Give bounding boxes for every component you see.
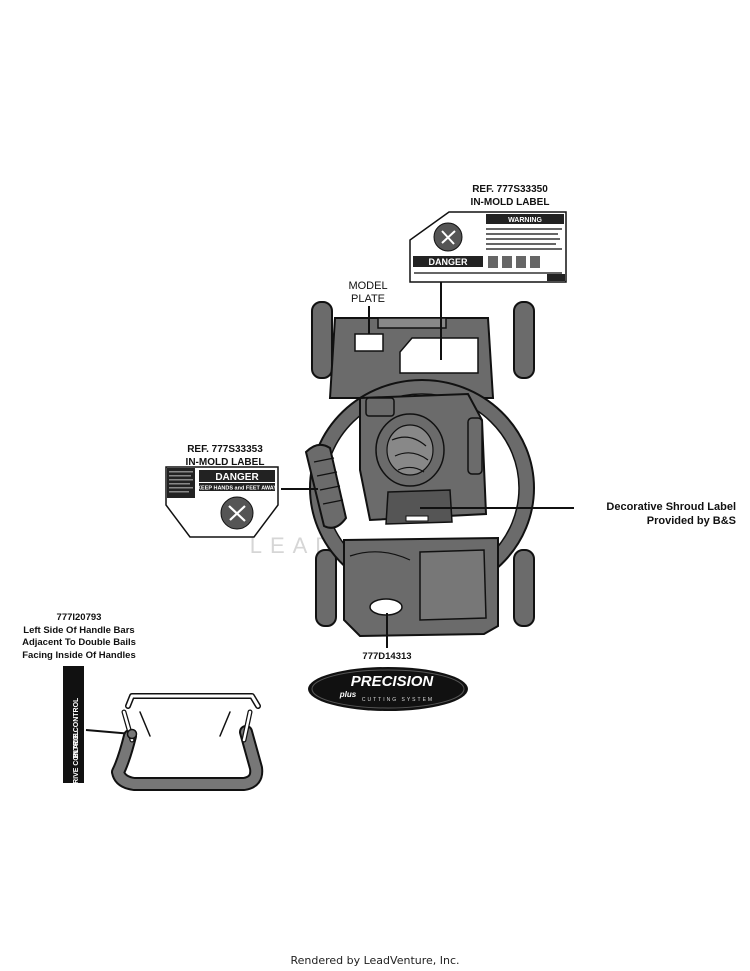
model-plate (354, 333, 384, 352)
top-label-type: IN-MOLD LABEL (470, 197, 550, 208)
shroud-line2: Provided by B&S (646, 515, 736, 527)
handle-line1: Left Side Of Handle Bars (23, 624, 135, 636)
shroud-label-callout: Decorative Shroud Label Provided by B&S (560, 500, 736, 528)
in-mold-label-top: WARNING DANGER (409, 211, 567, 283)
left-label-type: IN-MOLD LABEL (185, 457, 265, 468)
handle-line3: Facing Inside Of Handles (22, 649, 136, 661)
side-grip (304, 443, 348, 529)
in-mold-label-left: DANGER KEEP HANDS and FEET AWAY (165, 466, 279, 538)
model-plate-callout: MODEL PLATE (328, 280, 408, 306)
precision-part-callout: 777D14313 (337, 650, 437, 663)
handle-part-number: 777I20793 (56, 612, 102, 623)
left-keep-hands-text: KEEP HANDS and FEET AWAY (197, 486, 277, 492)
precision-sub-text: CUTTING SYSTEM (362, 697, 434, 703)
precision-part-number: 777D14313 (362, 651, 412, 662)
model-plate-line2: PLATE (350, 293, 386, 305)
handle-decal-callout: 777I20793 Left Side Of Handle Bars Adjac… (8, 612, 150, 662)
handle-bar (111, 693, 264, 791)
footer-credit: Rendered by LeadVenture, Inc. (290, 954, 460, 967)
engine (359, 392, 488, 525)
precision-brand-text: PRECISION (351, 673, 435, 690)
leader-lines (85, 276, 574, 735)
left-label-callout: REF. 777S33353 IN-MOLD LABEL (165, 443, 285, 469)
front-chute (343, 536, 499, 638)
rear-window-plate (399, 337, 479, 374)
rear-wheels (311, 301, 535, 379)
shroud-line1: Decorative Shroud Label (606, 501, 736, 513)
precision-logo: PRECISION plus CUTTING SYSTEM (308, 667, 468, 711)
model-plate-line1: MODEL (348, 280, 388, 292)
warning-text: WARNING (508, 217, 542, 224)
top-danger-text: DANGER (428, 257, 468, 267)
precision-plus-text: plus (339, 690, 357, 699)
handle-decal-strip: BLADE CONTROL DRIVE CONTROL (63, 666, 84, 789)
precision-decal-location (369, 598, 403, 616)
left-danger-text: DANGER (215, 472, 259, 483)
drive-control-text: DRIVE CONTROL (73, 730, 80, 789)
top-label-ref: REF. 777S33350 (472, 184, 548, 195)
blade-control-text: BLADE CONTROL (73, 697, 80, 758)
left-label-ref: REF. 777S33353 (187, 444, 263, 455)
handle-line2: Adjacent To Double Bails (22, 637, 136, 648)
front-wheels (315, 549, 535, 627)
top-label-callout: REF. 777S33350 IN-MOLD LABEL (445, 183, 575, 209)
